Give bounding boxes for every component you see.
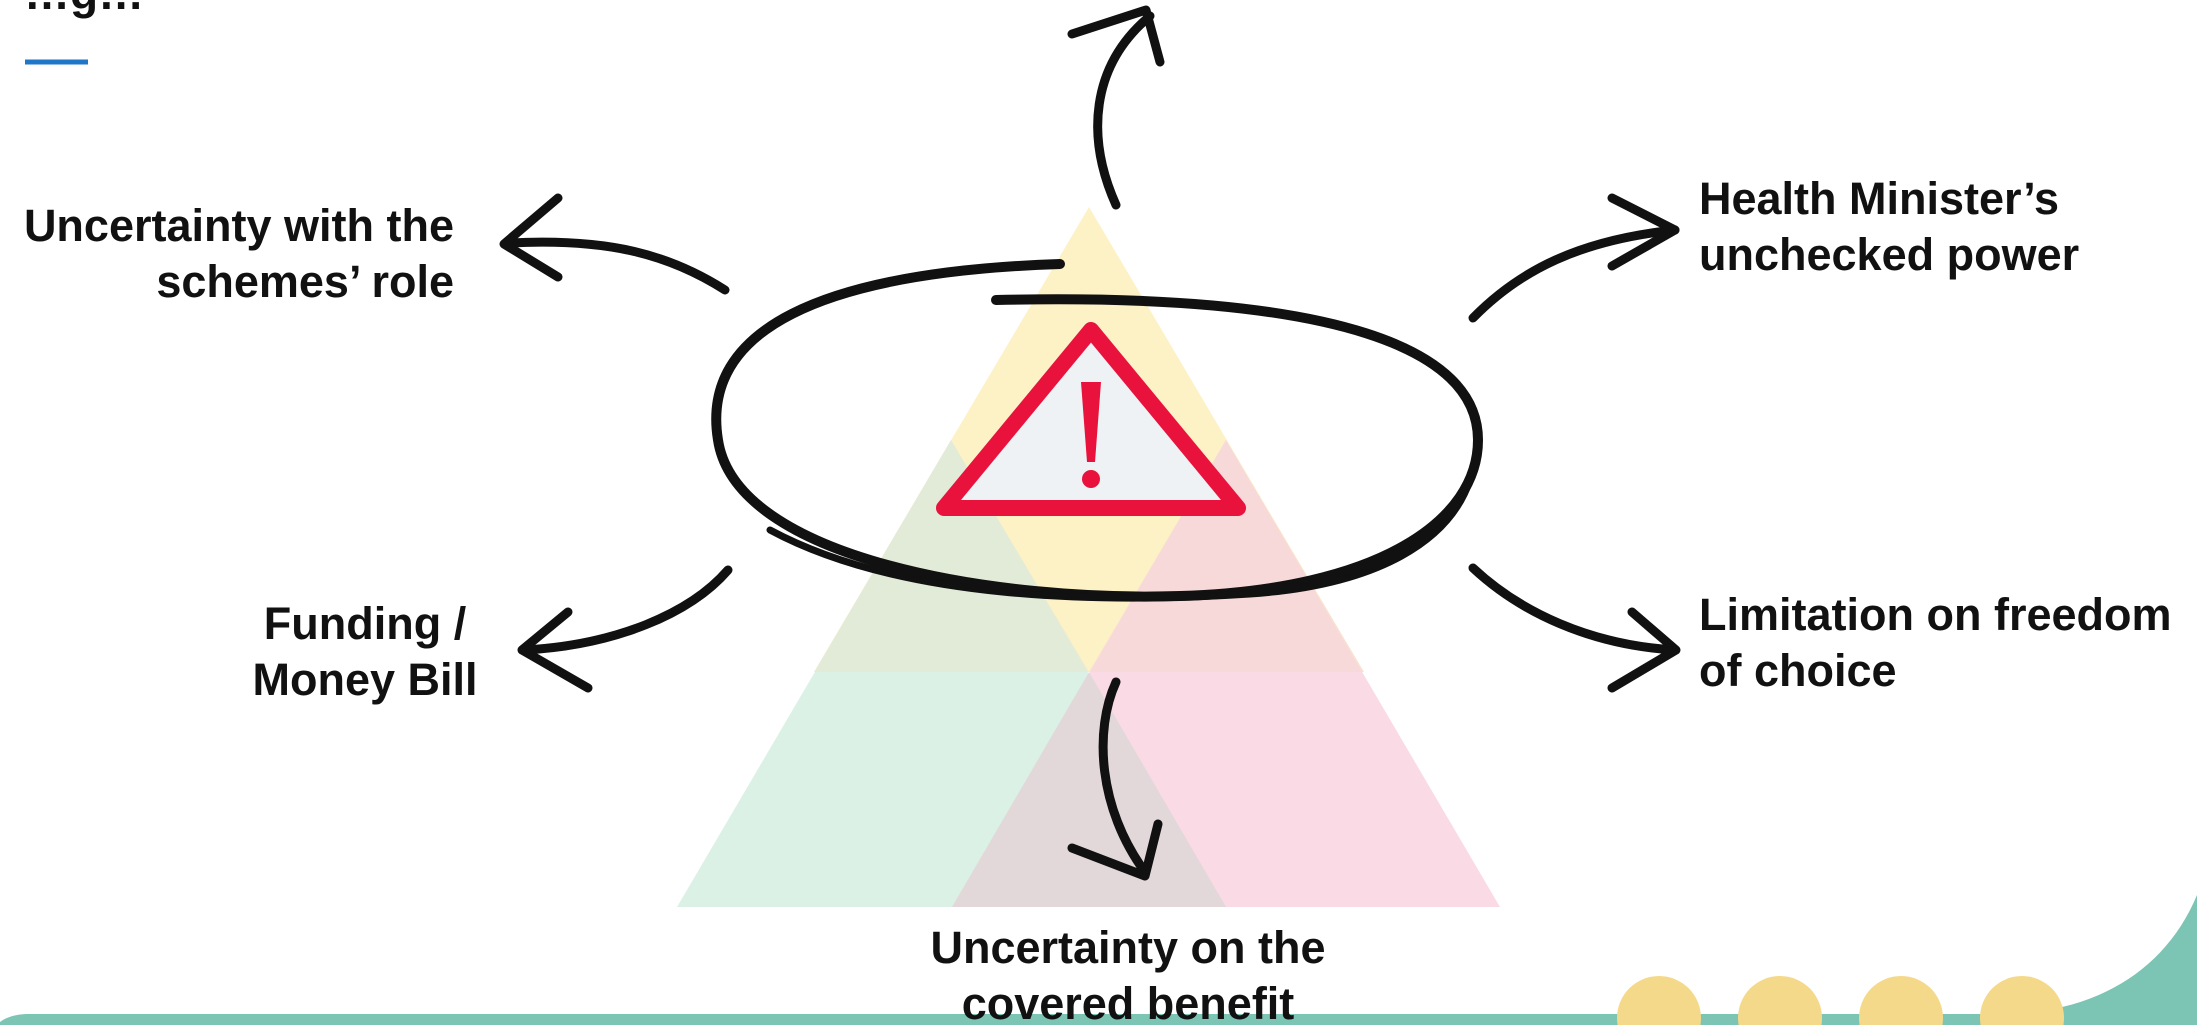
warning-triangle-icon bbox=[936, 322, 1246, 516]
footer-circle-3 bbox=[1859, 976, 1943, 1032]
issue-label-freedom-of-choice: Limitation on freedom of choice bbox=[1699, 587, 2172, 699]
triangle-overlap-yellow-green bbox=[814, 440, 1089, 672]
arrow-top-right bbox=[1468, 193, 1680, 323]
issue-label-line: of choice bbox=[1699, 645, 1897, 696]
footer-circle-1 bbox=[1617, 976, 1701, 1032]
issue-label-minister-power: Health Minister’s unchecked power bbox=[1699, 171, 2079, 283]
arrow-bottom-left bbox=[517, 565, 733, 693]
issue-label-line: schemes’ role bbox=[156, 256, 454, 307]
footer-circle-4 bbox=[1980, 976, 2064, 1032]
issue-label-line: Money Bill bbox=[252, 654, 478, 705]
arrow-top-left bbox=[499, 193, 730, 295]
issue-label-line: Uncertainty on the bbox=[930, 922, 1326, 973]
slide-title-partial: …g… bbox=[24, 0, 144, 20]
issue-label-covered-benefit: Uncertainty on the covered benefit bbox=[828, 920, 1428, 1032]
triangle-overlap-yellow-pink bbox=[1089, 440, 1364, 672]
issue-label-line: Limitation on freedom bbox=[1699, 589, 2172, 640]
arrows bbox=[499, 5, 1681, 881]
triangle-overlap-green-pink bbox=[952, 672, 1226, 907]
issue-label-schemes-role: Uncertainty with the schemes’ role bbox=[24, 198, 454, 310]
issue-label-line: Funding / bbox=[263, 598, 467, 649]
arrow-down bbox=[1067, 677, 1163, 881]
issue-label-funding: Funding / Money Bill bbox=[230, 596, 500, 708]
footer-circle-2 bbox=[1738, 976, 1822, 1032]
issue-label-line: Health Minister’s bbox=[1699, 173, 2060, 224]
footer-decoration bbox=[0, 895, 2197, 1032]
issue-label-line: covered benefit bbox=[961, 978, 1295, 1029]
ellipse-ring bbox=[711, 259, 1484, 602]
arrow-bottom-right bbox=[1468, 563, 1681, 693]
arrow-up bbox=[1067, 5, 1165, 210]
issue-label-line: Uncertainty with the bbox=[23, 200, 454, 251]
issue-label-line: unchecked power bbox=[1699, 229, 2080, 280]
